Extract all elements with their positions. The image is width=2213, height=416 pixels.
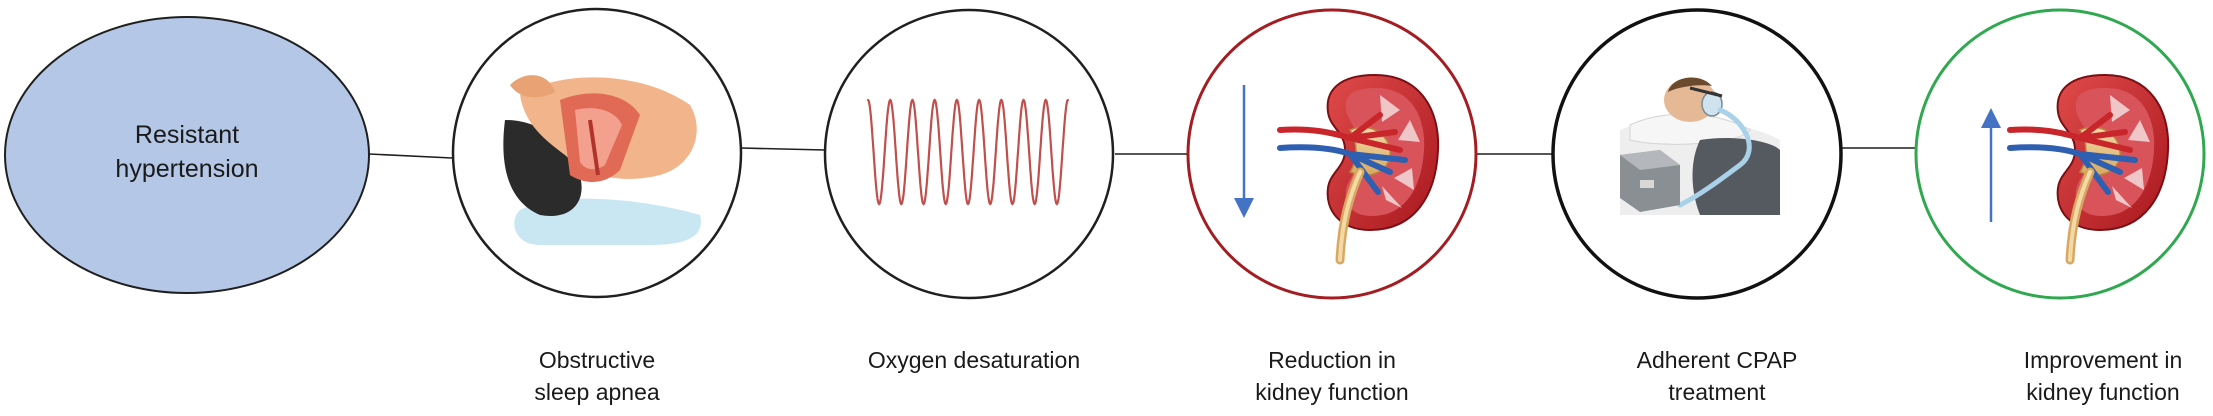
node-osa [451,7,743,299]
node-desaturation [823,8,1115,300]
node-label-osa: Obstructive sleep apnea [497,344,697,408]
node-cpap [1551,8,1843,300]
hypertension-ellipse [4,16,370,294]
oscillating-wave-icon [866,98,1070,206]
connector-1 [368,153,453,159]
label-line: sleep apnea [534,379,660,405]
label-line: treatment [1668,379,1766,405]
node-label-resistant-hypertension: Resistant hypertension [87,118,287,186]
node-label-improvement: Improvement in kidney function [2003,344,2203,408]
label-line: kidney function [1255,379,1409,405]
node-reduction [1186,8,1478,300]
label-line: Adherent CPAP [1636,347,1798,373]
node-label-reduction: Reduction in kidney function [1232,344,1432,408]
sleeping-person-airway-icon [503,75,701,245]
node-improvement [1914,8,2206,300]
label-line: Improvement in [2023,347,2183,373]
node-label-cpap: Adherent CPAP treatment [1617,344,1817,408]
cpap-machine-icon [1620,77,1780,215]
connector-2 [740,147,826,151]
label-line: Obstructive [538,347,656,373]
up-arrow-icon [1981,108,2001,222]
connector-lines [368,147,1915,159]
down-arrow-icon [1234,85,1254,218]
desaturation-circle [823,8,1115,300]
label-line: Oxygen desaturation [867,347,1081,373]
label-line: hypertension [115,155,259,183]
node-label-desaturation: Oxygen desaturation [849,344,1099,376]
label-line: kidney function [2026,379,2180,405]
node-resistant-hypertension [4,16,370,294]
label-line: Resistant [134,121,240,149]
label-line: Reduction in [1268,347,1396,373]
